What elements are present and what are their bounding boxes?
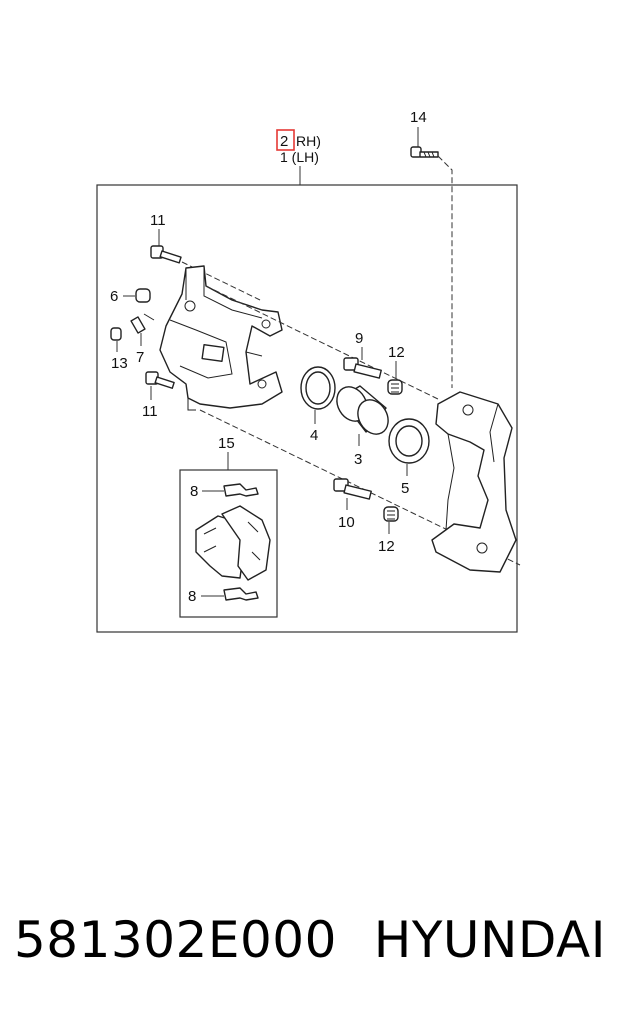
- bolt-14-icon: [410, 146, 439, 158]
- product-footer: 581302E000 HYUNDAI: [0, 900, 620, 980]
- callout-9: 9: [355, 330, 363, 347]
- pin-boot-lower-icon: [383, 506, 399, 522]
- callout-4: 4: [310, 427, 318, 444]
- callout-lh-label: 1 (LH): [280, 149, 319, 165]
- callout-12-lower: 12: [378, 538, 395, 555]
- piston-seal-icon: [300, 366, 336, 410]
- callout-3: 3: [354, 451, 362, 468]
- callout-8-lower: 8: [188, 588, 196, 605]
- callout-5: 5: [401, 480, 409, 497]
- dust-boot-icon: [388, 418, 430, 464]
- callout-rh-suffix: RH): [296, 133, 321, 149]
- pad-spring-lower-icon: [223, 587, 259, 601]
- pad-spring-upper-icon: [223, 483, 259, 497]
- callout-7: 7: [136, 349, 144, 366]
- brand-name: HYUNDAI: [373, 911, 606, 969]
- callout-8-upper: 8: [190, 483, 198, 500]
- piston-icon: [336, 385, 389, 435]
- callout-rh-number: 2: [280, 133, 288, 150]
- bleeder-cap-icon: [135, 288, 151, 303]
- part-number: 581302E000: [14, 911, 337, 969]
- bleeder-screw-icon: [130, 313, 155, 334]
- guide-bolt-lower-icon: [145, 371, 175, 389]
- caliper-housing-icon: [159, 265, 283, 411]
- callout-14: 14: [410, 109, 427, 126]
- guide-bolt-upper-icon: [150, 245, 182, 264]
- callout-11-upper: 11: [150, 212, 166, 229]
- pin-boot-upper-icon: [387, 379, 403, 395]
- guide-pin-lower-icon: [333, 478, 372, 500]
- callout-15: 15: [218, 435, 235, 452]
- guide-pin-upper-icon: [343, 357, 382, 379]
- assembly-frame: [96, 184, 518, 633]
- callout-12-upper: 12: [388, 344, 405, 361]
- callout-11-lower: 11: [142, 403, 158, 420]
- caliper-bracket-icon: [431, 391, 517, 573]
- rh-highlight-box: [276, 129, 295, 151]
- brake-caliper-diagram: 2 RH) 1 (LH) 14 11 6 13 7 11: [96, 109, 521, 633]
- callout-10: 10: [338, 514, 355, 531]
- brake-pads-icon: [195, 505, 271, 581]
- pad-kit-box: [179, 469, 278, 618]
- callout-13: 13: [111, 355, 128, 372]
- cap-13-icon: [110, 327, 122, 341]
- callout-6: 6: [110, 288, 118, 305]
